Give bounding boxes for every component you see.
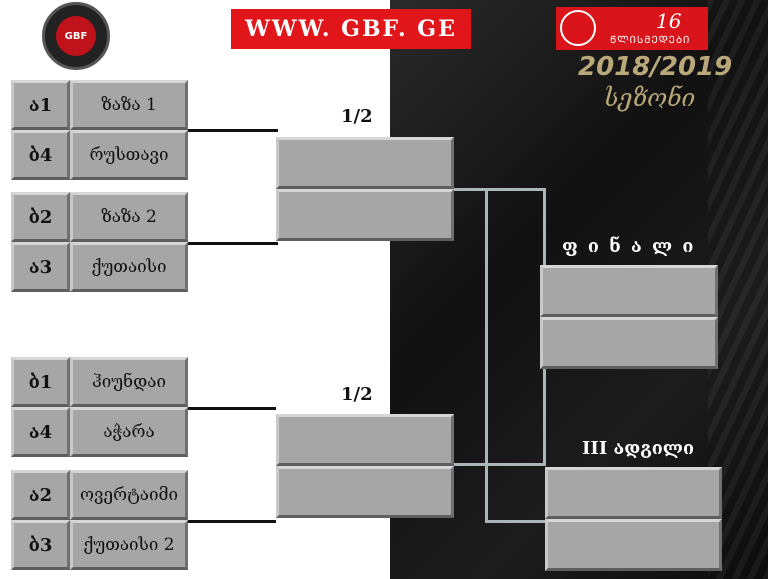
final-label: ფ ი ნ ა ლ ი (562, 236, 696, 257)
seed-cell: ა3 (11, 242, 70, 292)
semifinal-slot[interactable] (276, 414, 454, 466)
bracket-line (188, 520, 276, 523)
team-cell[interactable]: ზაზა 1 (70, 80, 188, 130)
seed-cell: ა4 (11, 407, 70, 457)
team-cell[interactable]: ოვერტაიმი (70, 470, 188, 520)
team-cell[interactable]: ქუთაისი 2 (70, 520, 188, 570)
third-place-label: III ადგილი (582, 438, 695, 459)
semifinal-label: 1/2 (341, 384, 373, 405)
anniversary-logo: 16 ᲬᲚᲘᲡᲛᲔᲓᲔᲑᲘ (556, 7, 708, 50)
season-label: სეზონი (604, 84, 696, 112)
team-cell[interactable]: ქუთაისი (70, 242, 188, 292)
team-cell[interactable]: რუსთავი (70, 130, 188, 180)
season-years: 2018/2019 (578, 52, 733, 82)
site-url-banner[interactable]: WWW. GBF. GE (231, 9, 471, 49)
final-slot[interactable] (540, 265, 718, 317)
basketball-icon (560, 10, 596, 46)
bracket-line (188, 407, 276, 410)
third-place-slot[interactable] (545, 467, 722, 519)
bracket-line (454, 188, 546, 191)
bracket-line (188, 242, 278, 245)
gbf-logo-text: GBF (56, 16, 96, 56)
team-cell[interactable]: ჰიუნდაი (70, 357, 188, 407)
semifinal-label: 1/2 (341, 106, 373, 127)
seed-cell: ბ2 (11, 192, 70, 242)
seed-cell: ბ4 (11, 130, 70, 180)
anniversary-number: 16 (656, 9, 682, 33)
semifinal-slot[interactable] (276, 189, 454, 241)
bracket-line (188, 129, 278, 132)
semifinal-slot[interactable] (276, 137, 454, 189)
seed-cell: ბ1 (11, 357, 70, 407)
seed-cell: ა2 (11, 470, 70, 520)
bracket-line (454, 463, 546, 466)
anniversary-word: ᲬᲚᲘᲡᲛᲔᲓᲔᲑᲘ (610, 35, 691, 46)
bracket-line (485, 191, 488, 523)
seed-cell: ბ3 (11, 520, 70, 570)
gbf-logo: GBF (42, 2, 110, 70)
semifinal-slot[interactable] (276, 466, 454, 518)
team-cell[interactable]: აჭარა (70, 407, 188, 457)
third-place-slot[interactable] (545, 519, 722, 571)
team-cell[interactable]: ზაზა 2 (70, 192, 188, 242)
bracket-line (485, 520, 548, 523)
final-slot[interactable] (540, 317, 718, 369)
seed-cell: ა1 (11, 80, 70, 130)
